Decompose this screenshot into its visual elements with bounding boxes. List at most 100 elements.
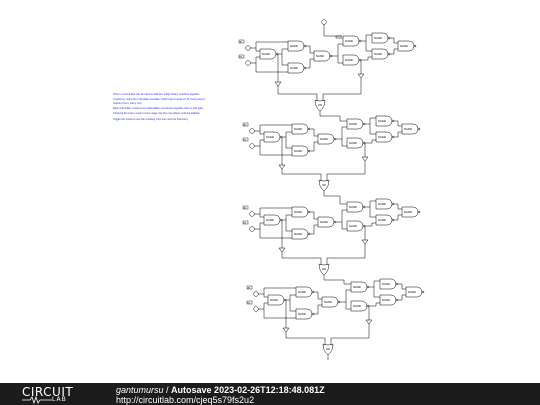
nand-gate[interactable]: NAND	[379, 278, 399, 290]
logic-input[interactable]: A2	[242, 122, 255, 134]
author-link[interactable]: gantumursu	[116, 385, 164, 395]
wire	[319, 111, 341, 119]
gate-body	[375, 131, 393, 143]
nand-gate[interactable]: NAND	[346, 201, 366, 213]
input-toggle[interactable]	[249, 226, 255, 232]
nand-gate[interactable]: NAND	[295, 308, 315, 320]
nand-gate[interactable]: NAND	[313, 50, 333, 62]
nand-gate[interactable]: NAND	[401, 206, 421, 218]
circuit-url[interactable]: http://circuitlab.com/cjeq5s79fs2u2	[116, 395, 255, 405]
input-toggle[interactable]	[249, 143, 255, 149]
nand-gate[interactable]: NAND	[405, 286, 425, 298]
nand-gate[interactable]: NAND	[371, 32, 391, 44]
logic-input[interactable]: A4	[246, 285, 259, 297]
or-gate[interactable]: OR	[318, 179, 330, 192]
nand-gate[interactable]: NAND	[291, 228, 311, 240]
input-toggle[interactable]	[249, 211, 255, 217]
gate-body	[321, 296, 339, 308]
gate-label: OR	[326, 347, 330, 351]
inversion-bubble	[395, 298, 399, 302]
inversion-bubble	[391, 202, 395, 206]
or-gate[interactable]: OR	[314, 99, 326, 112]
nand-gate[interactable]: NAND	[267, 294, 287, 306]
probe-marker	[282, 327, 290, 333]
circuit-schematic[interactable]: A1B1NANDNANDNANDNANDNANDNANDNANDNANDNAND…	[0, 0, 540, 383]
wire	[282, 131, 292, 138]
input-toggle[interactable]	[321, 19, 327, 25]
logic-input[interactable]: A1	[238, 39, 251, 51]
or-gate[interactable]: OR	[322, 343, 334, 356]
nand-gate[interactable]: NAND	[346, 137, 366, 149]
inversion-bubble	[279, 218, 283, 222]
gate-label: NAND	[345, 58, 353, 62]
nand-gate[interactable]: NAND	[291, 123, 311, 135]
input-toggle[interactable]	[249, 128, 255, 134]
nand-gate[interactable]: NAND	[346, 220, 366, 232]
logic-input[interactable]: B1	[238, 54, 251, 66]
nand-gate[interactable]: NAND	[342, 54, 362, 66]
wire	[323, 24, 342, 37]
wire	[322, 78, 362, 101]
nand-gate[interactable]: NAND	[375, 131, 395, 143]
probe-marker	[361, 239, 369, 245]
wire	[394, 203, 402, 210]
logic-input[interactable]	[321, 19, 327, 25]
nand-gate[interactable]: NAND	[263, 214, 283, 226]
nand-gate[interactable]: NAND	[375, 198, 395, 210]
nand-gate[interactable]: NAND	[350, 281, 370, 293]
nand-gate[interactable]: NAND	[401, 123, 421, 135]
nand-gate[interactable]: NAND	[342, 35, 362, 47]
nand-gate[interactable]: NAND	[397, 40, 417, 52]
logic-input[interactable]: B4	[246, 300, 259, 312]
gate-label: NAND	[320, 137, 328, 141]
wire	[263, 309, 296, 319]
input-toggle[interactable]	[253, 291, 259, 297]
gate-label: OR	[322, 183, 326, 187]
inversion-bubble	[391, 135, 395, 139]
logic-input[interactable]: B2	[242, 137, 255, 149]
or-gate[interactable]: OR	[318, 263, 330, 276]
inversion-bubble	[395, 282, 399, 286]
wire	[336, 126, 347, 140]
nand-gate[interactable]: NAND	[295, 286, 315, 298]
wire	[339, 202, 347, 205]
logic-input[interactable]: A3	[242, 205, 255, 217]
gate-label: NAND	[378, 218, 386, 222]
gate-body	[317, 216, 335, 228]
gate-body	[371, 32, 389, 44]
probe-marker	[274, 81, 282, 87]
nand-gate[interactable]: NAND	[259, 48, 279, 60]
wire	[336, 209, 347, 223]
nand-gate[interactable]: NAND	[317, 133, 337, 145]
nand-gate[interactable]: NAND	[375, 115, 395, 127]
input-label: A2	[244, 123, 247, 126]
nand-gate[interactable]: NAND	[291, 206, 311, 218]
nand-gate[interactable]: NAND	[291, 145, 311, 157]
schematic-canvas[interactable]: This is a circuit that can be used to ad…	[0, 0, 540, 383]
nand-gate[interactable]: NAND	[371, 48, 391, 60]
nand-gate[interactable]: NAND	[317, 216, 337, 228]
input-tag	[242, 220, 249, 225]
gate-label: NAND	[298, 312, 306, 316]
nand-gate[interactable]: NAND	[375, 214, 395, 226]
input-toggle[interactable]	[245, 45, 251, 51]
wire	[286, 294, 296, 301]
input-toggle[interactable]	[253, 306, 259, 312]
input-toggle[interactable]	[245, 60, 251, 66]
wire	[335, 36, 343, 39]
nand-gate[interactable]: NAND	[379, 294, 399, 306]
logo-text-bottom: LAB	[52, 396, 67, 403]
gate-body	[342, 35, 360, 47]
probe-marker	[361, 156, 369, 162]
nand-gate[interactable]: NAND	[346, 118, 366, 130]
gate-label: NAND	[290, 66, 298, 70]
inversion-bubble	[362, 205, 366, 209]
nand-gate[interactable]: NAND	[321, 296, 341, 308]
nand-gate[interactable]: NAND	[287, 62, 307, 74]
nand-gate[interactable]: NAND	[350, 300, 370, 312]
nand-gate[interactable]: NAND	[287, 40, 307, 52]
logic-input[interactable]: B3	[242, 220, 255, 232]
nand-gate[interactable]: NAND	[263, 131, 283, 143]
input-tag	[246, 285, 253, 290]
circuitlab-logo[interactable]: CIRCUIT LAB	[22, 385, 92, 404]
